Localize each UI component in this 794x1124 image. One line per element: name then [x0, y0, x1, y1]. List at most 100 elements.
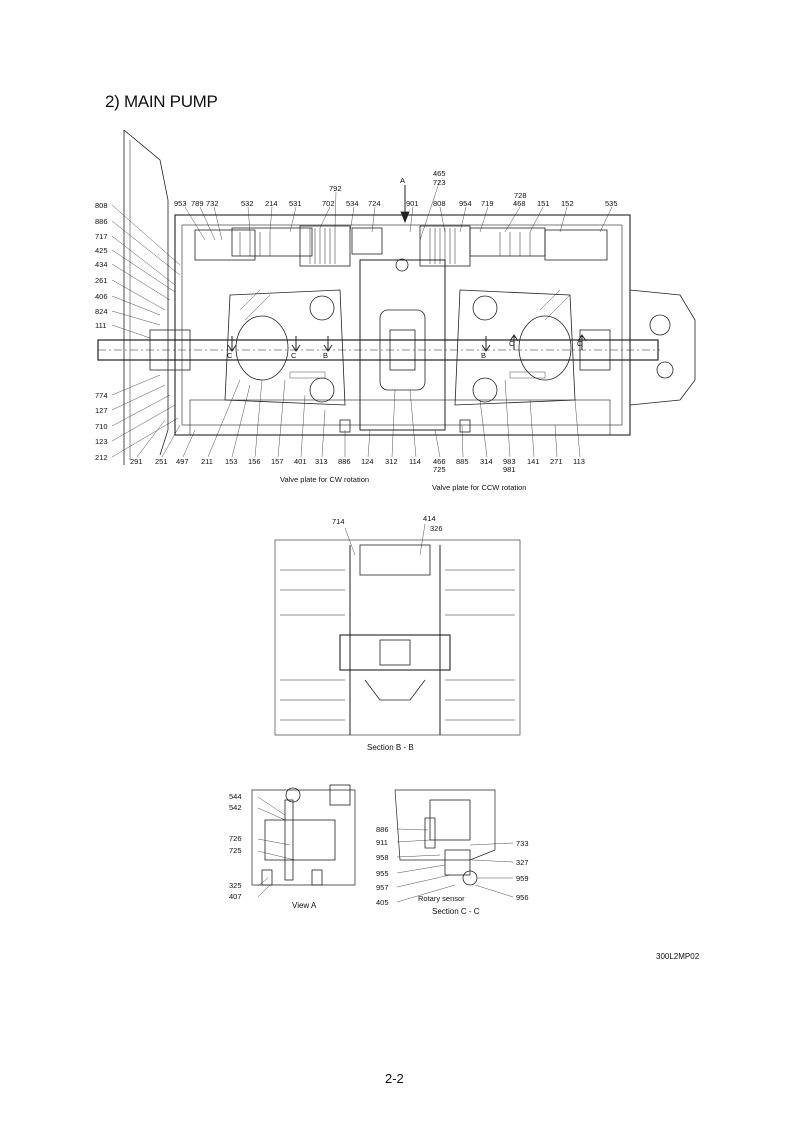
main-cross-section — [97, 129, 696, 465]
view-a-labels: 544 542 726 725 325 407 View A — [229, 792, 317, 910]
part-label: 127 — [95, 406, 108, 415]
part-label: 724 — [368, 199, 381, 208]
section-mark: C — [509, 339, 515, 348]
part-label: 211 — [201, 457, 213, 466]
part-label: 983 — [503, 457, 516, 466]
part-label: 956 — [516, 893, 529, 902]
part-label: 152 — [561, 199, 574, 208]
part-label: 212 — [95, 453, 108, 462]
section-mark: C — [227, 351, 233, 360]
section-cc-labels: 886 911 958 955 957 405 733 327 959 956 … — [376, 825, 529, 916]
section-mark: C — [291, 351, 297, 360]
part-label: 271 — [550, 457, 563, 466]
part-label: 953 — [174, 199, 187, 208]
part-label: 725 — [229, 846, 242, 855]
part-label: 957 — [376, 883, 389, 892]
section-bb-drawing — [274, 523, 521, 736]
part-label: 465 — [433, 169, 446, 178]
rotary-sensor-label: Rotary sensor — [418, 894, 465, 903]
part-label: 542 — [229, 803, 242, 812]
part-label: 313 — [315, 457, 328, 466]
part-label: 251 — [155, 457, 168, 466]
part-label: 958 — [376, 853, 389, 862]
view-arrow-label: A — [400, 176, 405, 185]
page-title: 2) MAIN PUMP — [105, 92, 218, 111]
section-cc-drawing — [394, 789, 514, 903]
part-label: 714 — [332, 517, 345, 526]
part-label: 732 — [206, 199, 219, 208]
part-label: 327 — [516, 858, 529, 867]
part-label: 468 — [513, 199, 526, 208]
part-label: 885 — [456, 457, 469, 466]
part-label: 901 — [406, 199, 419, 208]
part-label: 717 — [95, 232, 108, 241]
part-label: 261 — [95, 276, 108, 285]
part-label: 955 — [376, 869, 389, 878]
part-label: 151 — [537, 199, 550, 208]
part-label: 123 — [95, 437, 108, 446]
part-label: 425 — [95, 246, 108, 255]
section-bb-caption: Section B - B — [367, 743, 414, 752]
part-label: 534 — [346, 199, 359, 208]
part-label: 466 — [433, 457, 446, 466]
part-label: 531 — [289, 199, 302, 208]
part-label: 434 — [95, 260, 108, 269]
section-bb-labels: 714 414 326 Section B - B — [332, 514, 443, 752]
part-label: 726 — [229, 834, 242, 843]
view-a-caption: View A — [292, 901, 317, 910]
part-label: 954 — [459, 199, 472, 208]
part-label: 214 — [265, 199, 278, 208]
part-label: 532 — [241, 199, 254, 208]
part-label: 124 — [361, 457, 374, 466]
part-label: 886 — [376, 825, 389, 834]
part-label: 156 — [248, 457, 261, 466]
figure-code: 300L2MP02 — [656, 952, 700, 961]
part-label: 535 — [605, 199, 618, 208]
main-view-labels: A 953 789 732 532 214 531 792 702 534 72… — [95, 169, 618, 492]
part-label: 314 — [480, 457, 493, 466]
part-label: 113 — [573, 457, 585, 466]
page-number: 2-2 — [385, 1071, 404, 1086]
part-label: 141 — [527, 457, 540, 466]
part-label: 824 — [95, 307, 108, 316]
part-label: 401 — [294, 457, 307, 466]
section-mark: C — [577, 339, 583, 348]
part-label: 702 — [322, 199, 335, 208]
section-mark: B — [323, 351, 328, 360]
part-label: 886 — [338, 457, 351, 466]
part-label: 710 — [95, 422, 108, 431]
part-label: 886 — [95, 217, 108, 226]
part-label: 325 — [229, 881, 242, 890]
caption-ccw: Valve plate for CCW rotation — [432, 483, 526, 492]
part-label: 733 — [516, 839, 529, 848]
part-label: 792 — [329, 184, 342, 193]
part-label: 153 — [225, 457, 238, 466]
part-label: 728 — [514, 191, 527, 200]
part-label: 326 — [430, 524, 443, 533]
part-label: 111 — [95, 321, 106, 330]
part-label: 544 — [229, 792, 242, 801]
part-label: 789 — [191, 199, 204, 208]
view-a-drawing — [251, 784, 356, 898]
part-label: 808 — [95, 201, 108, 210]
part-label: 291 — [130, 457, 143, 466]
part-label: 723 — [433, 178, 446, 187]
section-cc-caption: Section C - C — [432, 907, 480, 916]
part-label: 774 — [95, 391, 108, 400]
caption-cw: Valve plate for CW rotation — [280, 475, 369, 484]
part-label: 981 — [503, 465, 516, 474]
part-label: 959 — [516, 874, 529, 883]
part-label: 911 — [376, 838, 388, 847]
part-label: 719 — [481, 199, 494, 208]
part-label: 405 — [376, 898, 389, 907]
section-mark: B — [481, 351, 486, 360]
part-label: 114 — [409, 457, 421, 466]
part-label: 725 — [433, 465, 446, 474]
part-label: 312 — [385, 457, 398, 466]
part-label: 808 — [433, 199, 446, 208]
part-label: 414 — [423, 514, 436, 523]
part-label: 407 — [229, 892, 242, 901]
part-label: 497 — [176, 457, 189, 466]
part-label: 157 — [271, 457, 284, 466]
